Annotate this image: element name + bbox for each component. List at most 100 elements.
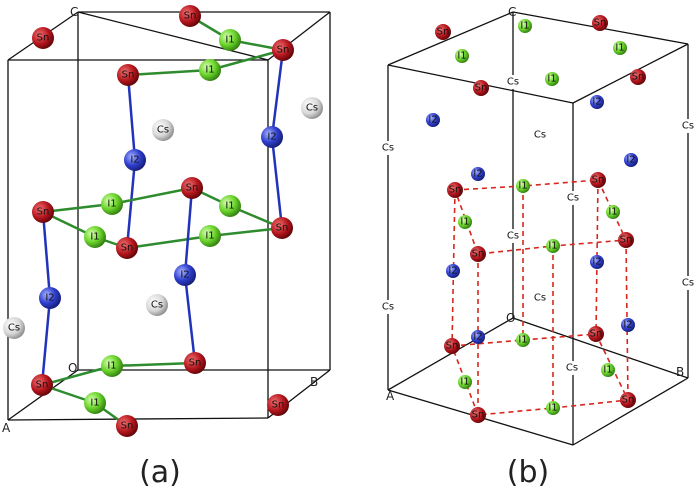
svg-text:Sn: Sn [475,83,488,94]
atom-sn: Sn [31,374,53,396]
svg-text:I2: I2 [267,132,276,143]
atom-i1: I1 [516,179,530,193]
axis-c-label: C [70,5,78,19]
bond [183,274,197,364]
atom-sn: Sn [181,177,203,199]
svg-text:I1: I1 [518,181,527,192]
svg-text:I1: I1 [457,51,466,62]
svg-text:Sn: Sn [446,341,459,352]
atom-cs: Cs [381,300,395,314]
svg-text:Sn: Sn [37,207,50,218]
atom-sn: Sn [630,69,646,85]
atom-i2: I2 [590,95,604,109]
atom-i2: I2 [174,264,196,286]
atom-i2: I2 [426,113,440,127]
svg-text:I1: I1 [460,217,469,228]
cell-edge [7,417,269,421]
atom-i1: I1 [601,363,615,377]
svg-text:Sn: Sn [590,329,603,340]
bond [40,297,52,386]
cell-edge [572,377,689,446]
panel-caption: (a) [139,455,181,490]
origin-label: O [68,361,77,375]
axis-c-label: C [508,5,516,19]
atom-cs: Cs [533,128,547,142]
svg-text:I2: I2 [180,270,189,281]
cell-edge [572,43,689,104]
atom-sn: Sn [618,232,634,248]
svg-text:Sn: Sn [121,243,134,254]
atom-cs: Cs [533,291,547,305]
atom-sn: Sn [32,27,54,49]
svg-text:Sn: Sn [37,33,50,44]
atom-cs: Cs [565,361,579,375]
atom-sn: Sn [620,392,636,408]
svg-text:Sn: Sn [122,70,135,81]
atom-sn: Sn [184,352,206,374]
bond [183,187,194,276]
atom-cs: Cs [681,119,695,133]
atom-sn: Sn [116,415,138,437]
atom-cs: Cs [152,119,174,141]
atom-cs: Cs [301,97,323,119]
svg-text:I2: I2 [473,169,482,180]
atom-i2: I2 [124,149,146,171]
svg-text:I2: I2 [45,293,54,304]
svg-text:Cs: Cs [8,323,20,334]
bond [209,226,283,238]
atom-sn: Sn [32,201,54,223]
cell-edge [512,317,689,379]
atom-i1: I1 [199,225,221,247]
svg-text:Cs: Cs [151,300,163,311]
svg-text:I1: I1 [225,35,234,46]
svg-text:I1: I1 [107,361,116,372]
atom-cs: Cs [506,75,520,89]
origin-label: O [506,311,515,325]
atom-i2: I2 [39,287,61,309]
panel-a: Sn Sn Sn Sn I1 I1 Cs Cs I2 I2 Sn I1 I1 S… [2,5,331,490]
bond [126,234,211,250]
atom-i2: I2 [621,318,635,332]
svg-text:Sn: Sn [121,421,134,432]
atom-i1: I1 [518,19,532,33]
atom-i1: I1 [545,72,559,86]
atom-sn: Sn [470,407,486,423]
atoms-a: Sn Sn Sn Sn I1 I1 Cs Cs I2 I2 Sn I1 I1 S… [3,5,323,437]
svg-text:I2: I2 [592,97,601,108]
svg-text:I1: I1 [548,403,557,414]
svg-text:Cs: Cs [534,130,546,141]
svg-text:I1: I1 [615,43,624,54]
atom-i2: I2 [471,330,485,344]
atom-sn: Sn [116,237,138,259]
svg-text:I1: I1 [225,201,234,212]
atom-sn: Sn [473,80,489,96]
svg-text:Sn: Sn [276,223,289,234]
atom-cs: Cs [566,191,580,205]
bond [125,159,137,249]
cell-edge [387,317,514,391]
bond [209,48,284,72]
svg-text:Sn: Sn [632,72,645,83]
dashed-edge [454,179,628,255]
svg-text:Sn: Sn [449,185,462,196]
atom-sn: Sn [444,338,460,354]
svg-text:Sn: Sn [594,18,607,29]
atom-i1: I1 [458,375,472,389]
bond [41,364,113,387]
svg-text:I2: I2 [592,257,601,268]
bond [270,136,284,229]
atom-i2: I2 [471,167,485,181]
atom-i2: I2 [590,255,604,269]
svg-text:Cs: Cs [382,302,394,313]
atom-sn: Sn [590,172,606,188]
svg-text:Sn: Sn [277,45,290,56]
svg-text:Sn: Sn [189,358,202,369]
svg-text:I1: I1 [460,377,469,388]
svg-text:I1: I1 [90,398,99,409]
atom-sn: Sn [470,246,486,262]
unit-cell-b [387,11,689,446]
svg-text:I2: I2 [473,332,482,343]
svg-text:Sn: Sn [620,235,633,246]
atom-i2: I2 [624,153,638,167]
atom-i1: I1 [458,215,472,229]
